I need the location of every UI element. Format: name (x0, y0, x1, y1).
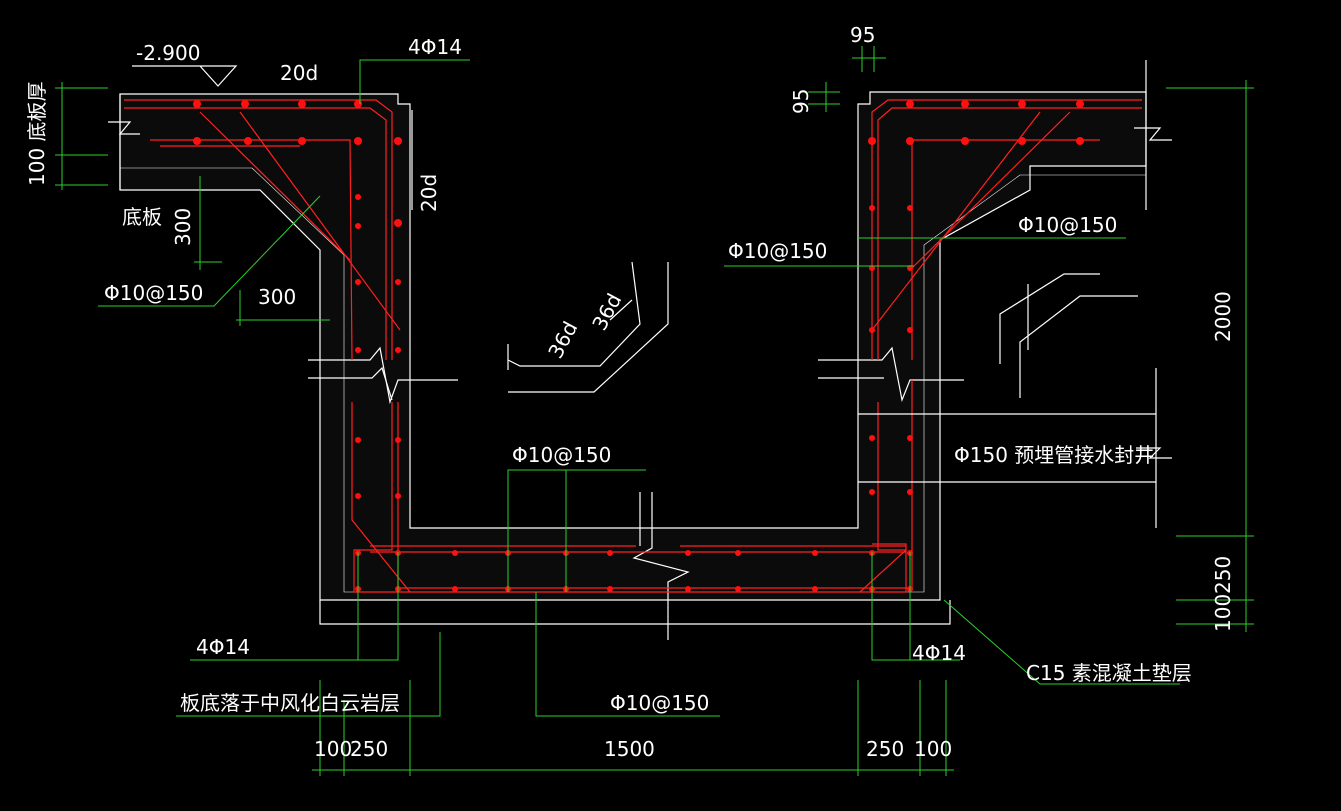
dim-bottom-250-right: 250 (866, 737, 904, 761)
stirrup-bottom-low-label: Φ10@150 (610, 691, 709, 715)
dim-95-v-label: 95 (789, 89, 813, 114)
dim-bottom-1500: 1500 (604, 737, 655, 761)
right-dimension-values: 2000 250 100 (1211, 291, 1235, 632)
anchor-20d-top-label: 20d (280, 61, 318, 85)
dim-95-h-label: 95 (850, 23, 875, 47)
break-marks (108, 121, 1172, 640)
lap-36d-a-label: 36d (543, 317, 582, 362)
stirrup-right-upper-label: Φ10@150 (1018, 213, 1117, 237)
slab-label: 底板 (122, 205, 162, 229)
lap-detail (507, 261, 1138, 398)
dim-bottom-100-left: 100 (314, 737, 352, 761)
foundation-label: 板底落于中风化白云岩层 (180, 691, 400, 715)
stirrup-left-label: Φ10@150 (104, 281, 203, 305)
pipe-label: Φ150 预埋管接水封井 (954, 443, 1154, 467)
bottom-rebar-right-label: 4Φ14 (912, 641, 966, 665)
dim-right-250: 250 (1211, 556, 1235, 594)
bottom-rebar-left-label: 4Φ14 (196, 635, 250, 659)
white-leaders (132, 60, 1157, 528)
dimension-lines (55, 46, 1254, 776)
haunch-300-h-label: 300 (258, 285, 296, 309)
lap-36d-b-label: 36d (587, 289, 626, 334)
stirrup-bottom-top-label: Φ10@150 (512, 443, 611, 467)
bottom-dimension-values: 100 250 1500 250 100 (314, 737, 952, 761)
dim-right-2000: 2000 (1211, 291, 1235, 342)
dim-right-100: 100 (1211, 594, 1235, 632)
top-rebar-left-label: 4Φ14 (408, 35, 462, 59)
dim-bottom-250-left: 250 (350, 737, 388, 761)
concrete-body (119, 91, 1147, 625)
slab-thickness-label: 100 底板厚 (25, 81, 49, 186)
haunch-300-v-label: 300 (171, 208, 195, 246)
stirrup-right-inner-label: Φ10@150 (728, 239, 827, 263)
dim-bottom-100-right: 100 (914, 737, 952, 761)
cushion-label: C15 素混凝土垫层 (1026, 661, 1192, 685)
elevation-label: -2.900 (136, 41, 200, 65)
anchor-20d-side-label: 20d (417, 174, 441, 212)
